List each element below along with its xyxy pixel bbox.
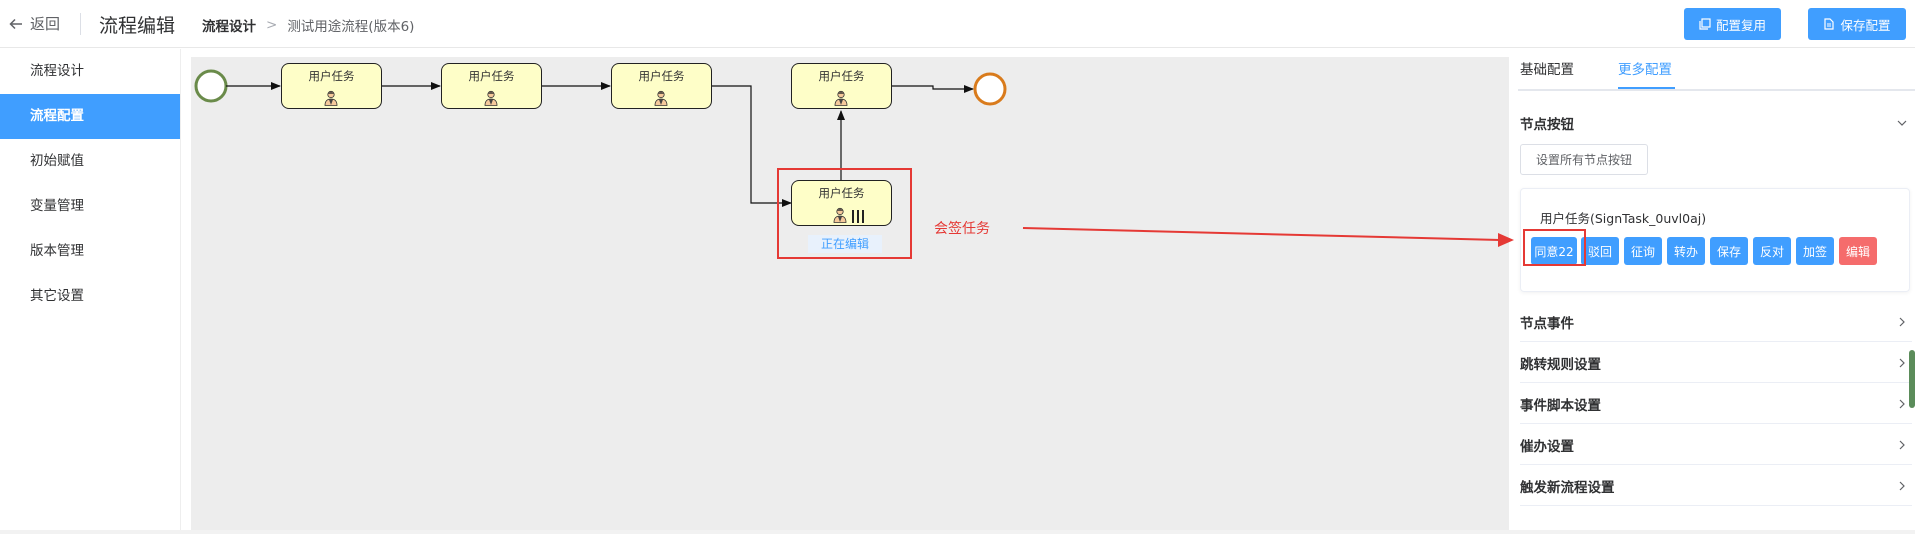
breadcrumb-separator: > [266, 17, 278, 33]
section-node-events[interactable]: 节点事件 [1520, 302, 1912, 342]
section-title: 触发新流程设置 [1520, 479, 1615, 496]
task-label: 用户任务 [468, 69, 515, 83]
sidebar-item-process-config[interactable]: 流程配置 [0, 94, 180, 139]
sign-task[interactable]: 用户任务 [791, 180, 892, 226]
sidebar-item-other-settings[interactable]: 其它设置 [30, 288, 84, 304]
annotation-label: 会签任务 [934, 221, 990, 237]
user-icon [654, 90, 668, 106]
section-reminders[interactable]: 催办设置 [1520, 425, 1912, 465]
user-icon [833, 207, 847, 223]
tab-more-config[interactable]: 更多配置 [1618, 62, 1672, 78]
user-icon [484, 90, 498, 106]
reuse-config-label: 配置复用 [1715, 17, 1766, 33]
section-title: 跳转规则设置 [1520, 356, 1601, 373]
sidebar: 流程设计 流程配置 初始赋值 变量管理 版本管理 其它设置 [0, 49, 181, 534]
bottom-strip [0, 530, 1915, 534]
task-label: 用户任务 [818, 69, 865, 83]
tabs-divider [1518, 89, 1915, 91]
scrollbar-handle[interactable] [1909, 350, 1915, 408]
back-label: 返回 [30, 15, 61, 33]
flow-task3-sign [712, 85, 792, 207]
page-title: 流程编辑 [99, 15, 176, 37]
config-panel: 基础配置 更多配置 节点按钮 设置所有节点按钮 用户任务(SignTask_0u… [1518, 49, 1915, 534]
sidebar-item-initial-values[interactable]: 初始赋值 [30, 153, 84, 169]
config-tabs: 基础配置 更多配置 [1518, 49, 1915, 91]
breadcrumb: 流程设计 > 测试用途流程(版本6) [202, 15, 414, 35]
sidebar-item-process-design[interactable]: 流程设计 [30, 63, 84, 79]
reuse-config-button[interactable]: 配置复用 [1684, 8, 1781, 40]
section-trigger-new-process[interactable]: 触发新流程设置 [1520, 466, 1912, 506]
process-canvas[interactable]: 用户任务 用户任务 用户任务 用户任务 用户任务 正在编辑 会签任务 [191, 57, 1509, 534]
node-buttons-card: 用户任务(SignTask_0uvl0aj) 同意22 驳回 征询 转办 保存 … [1520, 188, 1910, 292]
set-all-node-buttons-button[interactable]: 设置所有节点按钮 [1520, 144, 1648, 175]
chevron-right-icon [1899, 358, 1905, 367]
arrow-left-icon [9, 18, 22, 29]
section-title: 事件脚本设置 [1520, 397, 1601, 414]
task-label: 用户任务 [308, 69, 355, 83]
sidebar-item-variables[interactable]: 变量管理 [30, 198, 84, 214]
flow-task4-end [892, 85, 974, 93]
section-title: 催办设置 [1520, 438, 1574, 455]
task-label: 用户任务 [818, 186, 865, 200]
breadcrumb-item-design[interactable]: 流程设计 [202, 19, 256, 35]
chevron-right-icon [1899, 399, 1905, 408]
node-button-reject[interactable]: 驳回 [1581, 237, 1619, 265]
node-button-edit[interactable]: 编辑 [1839, 237, 1877, 265]
document-icon [1824, 18, 1835, 30]
section-title: 节点事件 [1520, 315, 1574, 332]
flow-connectors [194, 69, 1007, 207]
active-tab-indicator [1618, 87, 1675, 89]
user-task-2[interactable]: 用户任务 [441, 63, 542, 109]
node-button-add-sign[interactable]: 加签 [1796, 237, 1834, 265]
user-task-4[interactable]: 用户任务 [791, 63, 892, 109]
parallel-multi-instance-icon [852, 210, 864, 223]
section-event-scripts[interactable]: 事件脚本设置 [1520, 384, 1912, 424]
node-button-transfer[interactable]: 转办 [1667, 237, 1705, 265]
chevron-right-icon [1899, 481, 1905, 490]
user-task-1[interactable]: 用户任务 [281, 63, 382, 109]
node-button-oppose[interactable]: 反对 [1753, 237, 1791, 265]
save-config-label: 保存配置 [1840, 17, 1891, 33]
user-task-3[interactable]: 用户任务 [611, 63, 712, 109]
node-button-consult[interactable]: 征询 [1624, 237, 1662, 265]
section-jump-rules[interactable]: 跳转规则设置 [1520, 343, 1912, 383]
user-icon [324, 90, 338, 106]
task-label: 用户任务 [638, 69, 685, 83]
user-icon [834, 90, 848, 106]
node-button-save[interactable]: 保存 [1710, 237, 1748, 265]
back-button[interactable]: 返回 [8, 13, 60, 34]
section-node-buttons[interactable]: 节点按钮 [1520, 103, 1912, 143]
editing-tag: 正在编辑 [808, 235, 882, 253]
end-event[interactable] [973, 72, 1007, 106]
copy-icon [1699, 18, 1711, 30]
sidebar-item-versions[interactable]: 版本管理 [30, 243, 84, 259]
breadcrumb-item-current: 测试用途流程(版本6) [287, 19, 415, 35]
start-event[interactable] [194, 69, 228, 103]
section-title: 节点按钮 [1520, 117, 1574, 133]
node-button-agree[interactable]: 同意22 [1531, 237, 1577, 265]
chevron-down-icon [1897, 120, 1907, 126]
card-title: 用户任务(SignTask_0uvl0aj) [1540, 211, 1707, 226]
save-config-button[interactable]: 保存配置 [1808, 8, 1906, 40]
chevron-right-icon [1899, 317, 1905, 326]
tab-basic-config[interactable]: 基础配置 [1520, 62, 1574, 78]
top-bar: 返回 流程编辑 流程设计 > 测试用途流程(版本6) 配置复用 保存配置 [0, 0, 1915, 48]
chevron-right-icon [1899, 440, 1905, 449]
header-divider [80, 13, 81, 35]
